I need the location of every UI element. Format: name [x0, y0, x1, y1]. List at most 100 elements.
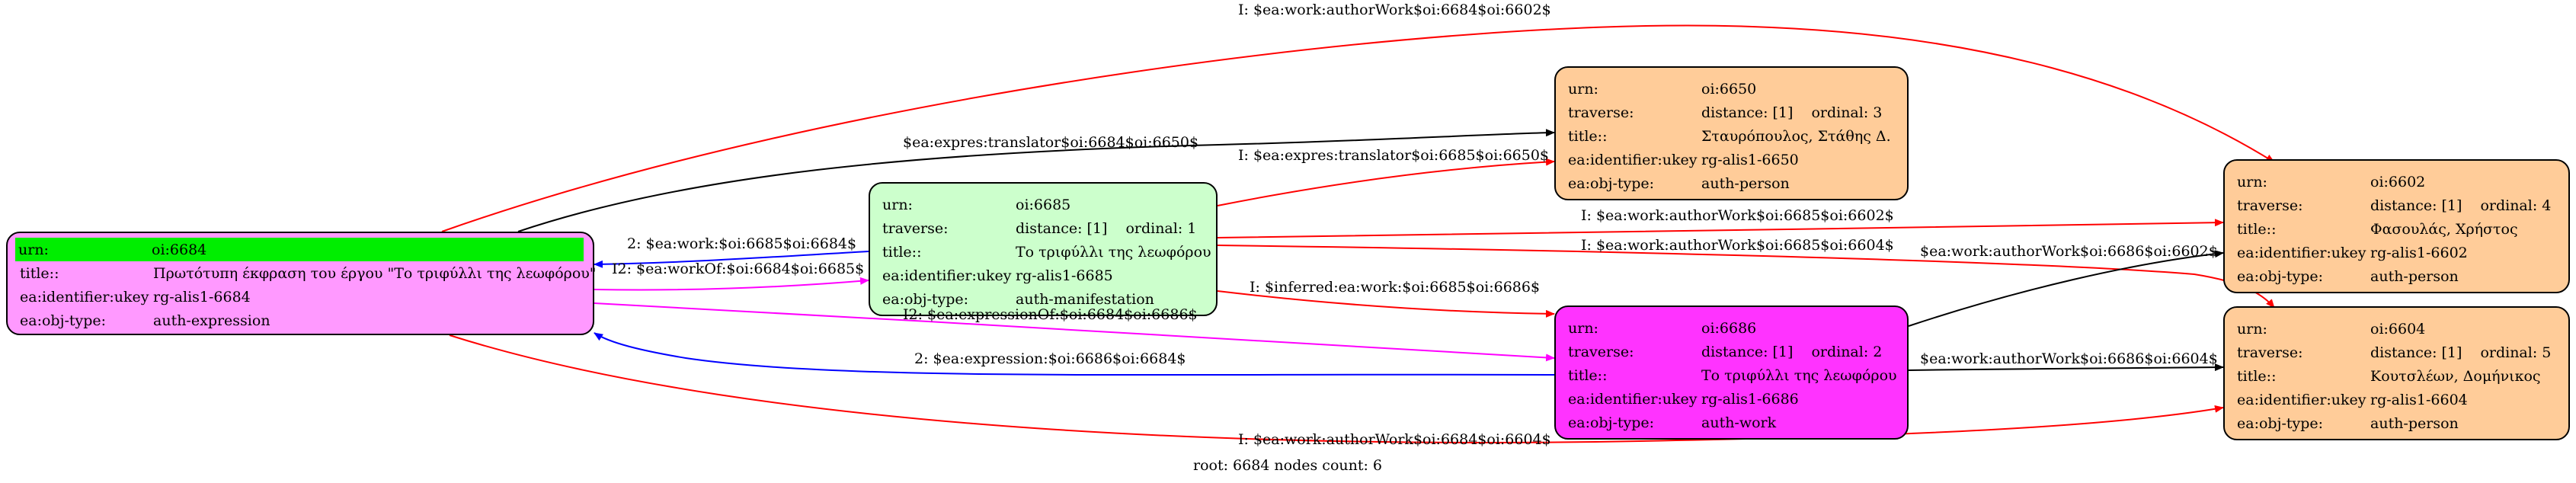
edge-6686-6602	[1908, 250, 2224, 327]
node-row-value-text: rg-alis1-6686	[1701, 390, 1799, 408]
node-row-value: oi:6685	[1016, 194, 1070, 216]
node-row-value-text: distance: [1]	[2370, 344, 2462, 361]
node-row-title: title::Το τριφύλλι της λεωφόρου	[879, 240, 1211, 264]
node-row-key: urn:	[1568, 80, 1598, 98]
edge-6684-6650	[517, 129, 1555, 232]
node-row-value: distance: [1]ordinal: 3	[1701, 102, 1882, 123]
edge-label-e3: I: $ea:expres:translator$oi:6685$oi:6650…	[1238, 147, 1550, 164]
node-row-value-text: oi:6686	[1701, 319, 1757, 337]
node-row-value-text: Πρωτότυπη έκφραση του έργου "Το τριφύλλι…	[153, 264, 597, 282]
edge-6684-6686	[594, 302, 1555, 362]
node-row-value-text: auth-work	[1701, 414, 1777, 431]
node-row-value-text: auth-person	[2370, 414, 2459, 432]
node-row-urn: urn:oi:6686	[1565, 316, 1896, 340]
edge-6685-6684	[594, 251, 869, 268]
node-row-title: title::Φασουλάς, Χρήστος	[2234, 217, 2558, 241]
node-row-value-text: rg-alis1-6602	[2370, 244, 2468, 261]
node-row-value: oi:6686	[1701, 318, 1756, 339]
node-row-ea-obj-type: ea:obj-type:auth-manifestation	[879, 287, 1205, 311]
node-row-value: Πρωτότυπη έκφραση του έργου "Το τριφύλλι…	[153, 263, 597, 284]
node-row-key: ea:identifier:ukey	[1568, 151, 1698, 168]
node-row-ea-obj-type: ea:obj-type: auth-work	[1565, 411, 1896, 434]
node-oi-6604[interactable]: urn: oi:6604 traverse: distance: [1]ordinal…	[2223, 306, 2570, 440]
edge-6684-6602	[441, 24, 2275, 232]
node-oi-6686[interactable]: urn:oi:6686 traverse: distance: [1] ordinal…	[1554, 305, 1909, 440]
node-row-key: title::	[2237, 220, 2277, 238]
node-row-value: Κουτσλέων, Δομήνικος	[2370, 366, 2541, 387]
node-row-value-text: Το τριφύλλι της λεωφόρου	[1701, 366, 1897, 384]
node-row-value-text: distance: [1]	[1701, 104, 1794, 121]
node-row-key: urn:	[18, 241, 49, 258]
edge-label-e12: 2: $ea:expression:$oi:6686$oi:6684$	[914, 350, 1186, 367]
node-row-value: Φασουλάς, Χρήστος	[2370, 219, 2518, 240]
node-row-key: title::	[882, 243, 922, 261]
node-row-value: rg-alis1-6686	[1701, 389, 1799, 410]
node-row-traverse: traverse: distance: [1]ordinal: 3	[1565, 101, 1896, 124]
node-row-value: rg-alis1-6685	[1016, 265, 1113, 286]
node-row-traverse: traverse:distance: [1]ordinal: 4	[2234, 194, 2558, 217]
node-row-value: oi:6604	[2370, 318, 2425, 340]
node-row-value-text: Φασουλάς, Χρήστος	[2370, 220, 2518, 238]
node-row-key: traverse:	[1568, 104, 1634, 121]
node-row-key: title::	[1568, 127, 1608, 145]
node-row-value: auth-person	[1701, 173, 1790, 194]
node-row-value: distance: [1]ordinal: 4	[2370, 195, 2551, 216]
node-row-value: auth-person	[2370, 413, 2459, 434]
node-row-ordinal: ordinal: 2	[1811, 343, 1883, 360]
node-row-value-text: rg-alis1-6650	[1701, 151, 1799, 168]
node-row-value: Σταυρόπουλος, Στάθης Δ.	[1701, 126, 1891, 147]
edge-label-e9: I: $inferred:ea:work:$oi:6685$oi:6686$	[1250, 279, 1541, 296]
node-row-key: ea:identifier:ukey	[2237, 391, 2366, 408]
node-row-urn: urn: oi:6650	[1565, 77, 1896, 101]
edge-label-e1: I: $ea:work:authorWork$oi:6684$oi:6602$	[1238, 2, 1551, 18]
edge-6685-6686	[1217, 290, 1555, 318]
node-row-value: distance: [1]ordinal: 5	[2370, 342, 2551, 363]
node-row-ea-obj-type: ea:obj-type:auth-expression	[17, 309, 582, 332]
node-row-ordinal: ordinal: 1	[1125, 219, 1197, 237]
node-row-key: urn:	[882, 196, 913, 213]
node-row-key: urn:	[2237, 320, 2267, 337]
node-oi-6650[interactable]: urn: oi:6650 traverse: distance: [1]ordinal…	[1554, 66, 1909, 200]
node-row-key: ea:obj-type:	[2237, 267, 2324, 285]
node-row-urn: urn:oi:6684	[15, 238, 584, 261]
node-row-traverse: traverse: distance: [1] ordinal: 2	[1565, 340, 1896, 363]
node-row-value: rg-alis1-6602	[2370, 242, 2468, 264]
node-row-value-text: rg-alis1-6685	[1016, 267, 1113, 284]
node-row-value: distance: [1] ordinal: 2	[1701, 341, 1882, 363]
edge-6686-6604	[1908, 363, 2224, 372]
edge-6685-6650	[1217, 158, 1555, 206]
edge-label-e8: I2: $ea:workOf:$oi:6684$oi:6685$	[612, 261, 865, 277]
node-row-value-text: auth-expression	[153, 312, 270, 329]
edge-6684-6685	[594, 277, 869, 291]
node-row-traverse: traverse:distance: [1]ordinal: 1	[879, 216, 1205, 240]
edge-label-e2: $ea:expres:translator$oi:6684$oi:6650$	[903, 134, 1199, 151]
edge-6684-6604	[449, 334, 2224, 443]
node-row-value-text: Το τριφύλλι της λεωφόρου	[1016, 243, 1211, 261]
node-row-urn: urn: oi:6604	[2234, 317, 2558, 341]
node-row-value: distance: [1]ordinal: 1	[1016, 218, 1196, 239]
node-row-value-text: distance: [1]	[1701, 343, 1794, 360]
node-row-title: title::Σταυρόπουλος, Στάθης Δ.	[1565, 124, 1896, 148]
node-row-value-text: oi:6602	[2370, 173, 2426, 190]
node-row-key: ea:obj-type:	[1568, 414, 1655, 431]
node-row-value-text: oi:6650	[1701, 80, 1757, 98]
node-row-key: ea:identifier:ukey	[2237, 244, 2366, 261]
node-row-key: traverse:	[2237, 344, 2303, 361]
node-row-value: oi:6650	[1701, 78, 1756, 100]
node-row-value: rg-alis1-6650	[1701, 149, 1799, 171]
edge-6685-6602	[1217, 219, 2224, 238]
node-row-key: traverse:	[1568, 343, 1634, 360]
node-row-value: rg-alis1-6684	[153, 286, 251, 308]
edge-label-e11: $ea:work:authorWork$oi:6686$oi:6604$	[1920, 350, 2218, 367]
node-row-key: ea:obj-type:	[882, 290, 969, 308]
node-row-ea-obj-type: ea:obj-type:auth-person	[2234, 264, 2558, 288]
node-row-key: ea:identifier:ukey	[1568, 390, 1698, 408]
node-row-value-text: auth-person	[1701, 174, 1790, 192]
